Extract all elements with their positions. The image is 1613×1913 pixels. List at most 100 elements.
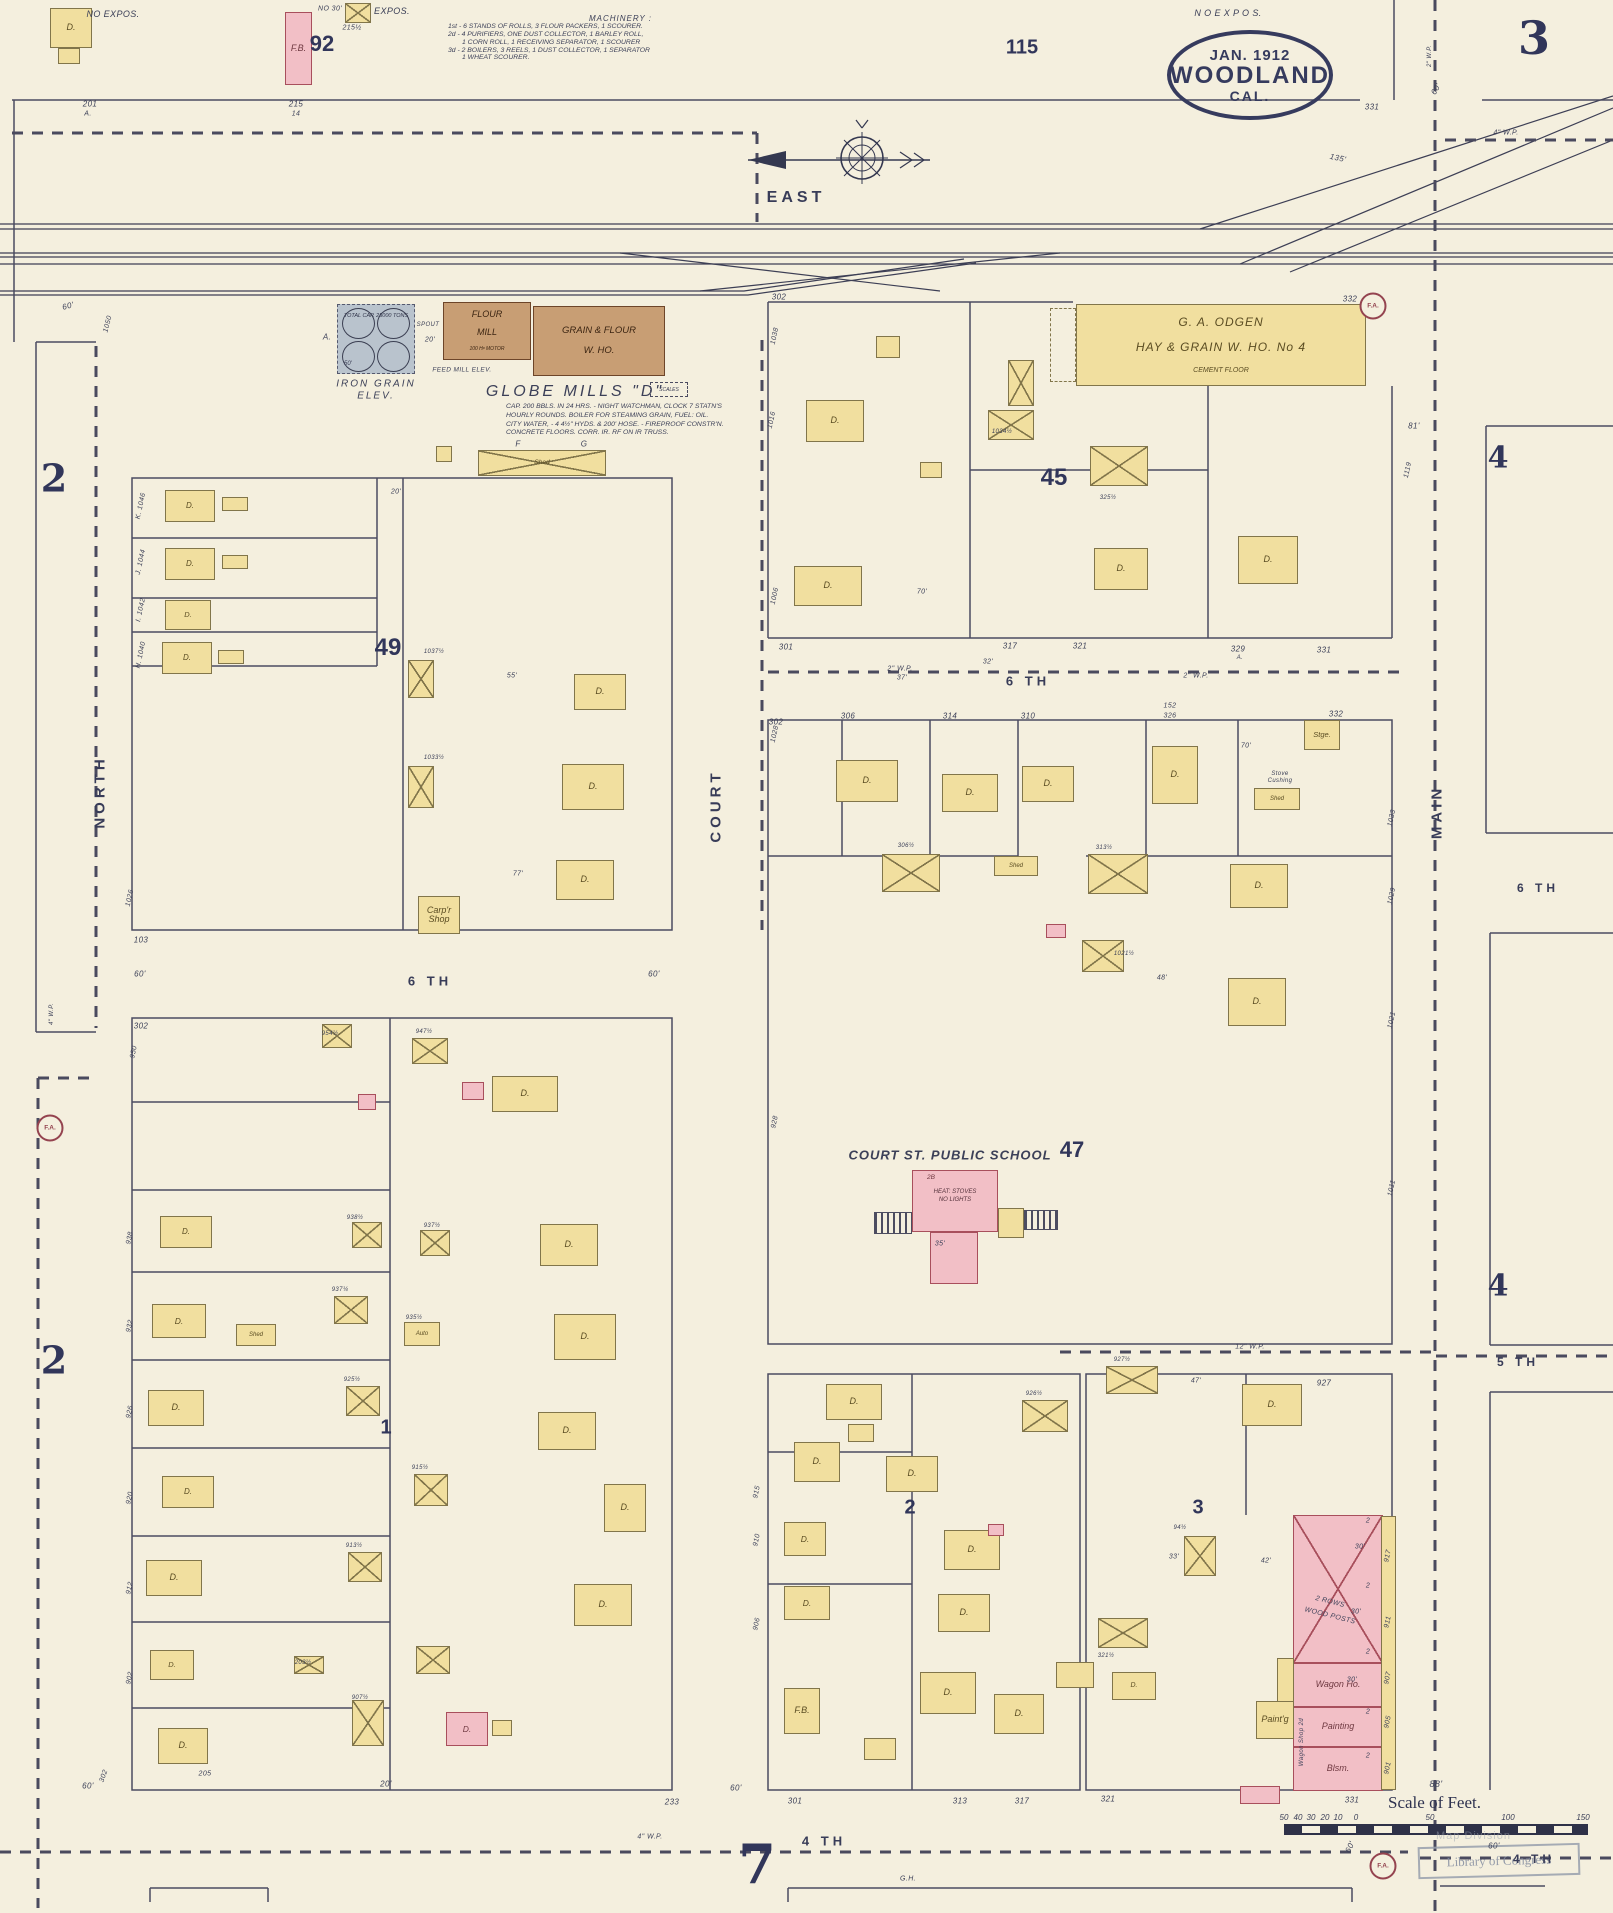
building: Auto xyxy=(404,1322,440,1346)
scale-of-feet-label: Scale of Feet. xyxy=(1388,1793,1481,1812)
building: D. xyxy=(784,1586,830,1620)
building xyxy=(408,766,434,808)
building: D. xyxy=(146,1560,202,1596)
building: Wagon Ho. xyxy=(1293,1663,1383,1707)
scale-tick: 50 xyxy=(1425,1813,1435,1822)
map-annotation: 1029 xyxy=(1386,886,1398,906)
street-label: 6 TH xyxy=(407,973,453,989)
map-annotation: 42' xyxy=(1260,1557,1272,1565)
map-annotation: 2 xyxy=(1365,1648,1371,1656)
map-annotation: 1021½ xyxy=(1113,951,1135,957)
map-annotation: EXPOS. xyxy=(374,6,410,16)
building xyxy=(462,1082,484,1100)
building: Blsm. xyxy=(1293,1747,1383,1791)
building: D. xyxy=(574,1584,632,1626)
street-label: EAST xyxy=(766,189,826,206)
map-annotation: 103 xyxy=(133,935,149,945)
elevator-capacity-note: TOTAL CAP. 25000 TONS xyxy=(343,313,409,319)
building: D. xyxy=(554,1314,616,1360)
block-number: 2 xyxy=(904,1496,916,1519)
map-annotation: 37' xyxy=(896,674,908,682)
building xyxy=(1381,1516,1396,1790)
map-annotation: 1028 xyxy=(769,724,781,744)
building xyxy=(920,462,942,478)
building xyxy=(1098,1618,1148,1648)
elevator-side-label: A. xyxy=(322,332,332,342)
block-number: 1 xyxy=(380,1416,392,1439)
map-annotation: 912 xyxy=(125,1580,135,1596)
map-annotation: 60' xyxy=(1429,81,1443,97)
map-annotation: 310 xyxy=(1020,711,1036,721)
street-label: COURT xyxy=(707,769,725,843)
building xyxy=(1293,1515,1383,1663)
map-annotation: 920 xyxy=(125,1490,135,1506)
building: D. xyxy=(148,1390,204,1426)
building xyxy=(352,1222,382,1248)
building xyxy=(412,1038,448,1064)
building xyxy=(988,410,1034,440)
school-lights-note: NO LIGHTS xyxy=(938,1197,972,1203)
scale-tick: 50 xyxy=(1279,1813,1289,1822)
map-annotation: 302 xyxy=(98,1768,110,1784)
street-label: MAIN xyxy=(1428,784,1446,840)
building xyxy=(1088,854,1148,894)
building: D. xyxy=(794,1442,840,1482)
map-annotation: F xyxy=(515,439,521,449)
building xyxy=(348,1552,382,1582)
map-annotation: 4" W.P. xyxy=(1493,129,1519,137)
building: D. xyxy=(1152,746,1198,804)
map-annotation: 30' xyxy=(1346,1676,1358,1684)
globe-mills-note-line: CITY WATER, - 4 4½" HYDS. & 200' HOSE. -… xyxy=(506,420,724,428)
map-annotation: 30' xyxy=(1350,1608,1362,1616)
map-annotation: 81' xyxy=(1408,421,1420,431)
ogden-warehouse: G. A. ODGEN HAY & GRAIN W. HO. No 4 CEME… xyxy=(1076,304,1366,386)
building: D. xyxy=(784,1522,826,1556)
map-annotation: 20' xyxy=(390,488,402,496)
map-annotation: 60' xyxy=(648,969,660,979)
map-annotation: 32' xyxy=(982,658,994,666)
building xyxy=(408,660,434,698)
building xyxy=(222,497,248,511)
building: F.B. xyxy=(784,1688,820,1734)
building xyxy=(1022,1400,1068,1432)
map-annotation: G xyxy=(580,439,588,449)
map-annotation: 33' xyxy=(1168,1553,1180,1561)
map-annotation: 2" W.P. xyxy=(1183,672,1209,680)
machinery-note-line: 1st - 6 STANDS OF ROLLS, 3 FLOUR PACKERS… xyxy=(448,23,643,31)
map-annotation: 70' xyxy=(1240,742,1252,750)
globe-mills-note-line: CONCRETE FLOORS. CORR. IR. RF ON IR TRUS… xyxy=(506,429,669,437)
map-annotation: NO EXPOS. xyxy=(86,9,140,19)
building: D. xyxy=(806,400,864,442)
school-annex xyxy=(998,1208,1024,1238)
globe-mills-note-line: HOURLY ROUNDS. BOILER FOR STEAMING GRAIN… xyxy=(506,411,709,419)
building: D. xyxy=(152,1304,206,1338)
scale-tick: 20 xyxy=(1320,1813,1330,1822)
building xyxy=(420,1230,450,1256)
scale-tick: 10 xyxy=(1333,1813,1343,1822)
school-heat-note: HEAT: STOVES xyxy=(933,1189,977,1195)
building xyxy=(358,1094,376,1110)
ogden-annex xyxy=(1050,308,1076,382)
map-annotation: 152 xyxy=(1163,702,1177,710)
map-annotation: 331 xyxy=(1316,645,1332,655)
block-number: 47 xyxy=(1059,1137,1085,1162)
building xyxy=(848,1424,874,1442)
scale-tick: 100 xyxy=(1501,1813,1515,1822)
building: D. xyxy=(574,674,626,710)
map-annotation: 915 xyxy=(752,1484,762,1500)
map-annotation: 1006 xyxy=(769,586,781,606)
building xyxy=(352,1700,384,1746)
map-annotation: 2 xyxy=(1365,1708,1371,1716)
block-number: 3 xyxy=(1192,1496,1204,1519)
ogden-label: G. A. ODGEN xyxy=(1178,315,1264,330)
map-annotation: Wagon Shop 2d xyxy=(1299,1717,1305,1767)
map-annotation: 938½ xyxy=(346,1215,364,1221)
building xyxy=(492,1720,512,1736)
scale-tick: 150 xyxy=(1576,1813,1590,1822)
building: D. xyxy=(836,760,898,802)
map-annotation: 1033 xyxy=(1386,808,1398,828)
building xyxy=(1008,360,1034,406)
block-number: 2 xyxy=(40,455,68,501)
map-annotation: 4" W.P. xyxy=(49,1003,55,1025)
